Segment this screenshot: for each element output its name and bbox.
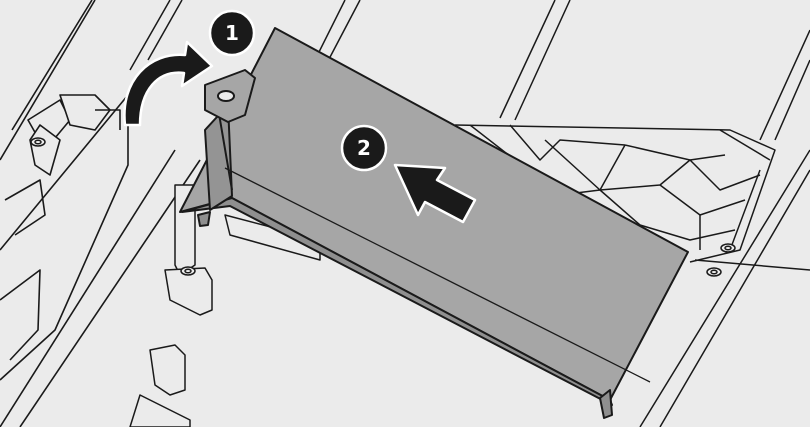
push-arrow-icon: [393, 163, 477, 224]
step-badge-1: 1: [208, 9, 256, 57]
curved-arrow-icon: [123, 40, 214, 127]
step-number-1: 1: [225, 21, 239, 45]
left-rail-screw: [30, 137, 46, 147]
step-badge-2: 2: [340, 124, 388, 172]
cover-part: [179, 27, 689, 419]
left-rail: [0, 0, 201, 427]
step-number-2: 2: [357, 136, 371, 160]
tray-screws: [706, 243, 736, 277]
post-screw: [180, 266, 196, 276]
